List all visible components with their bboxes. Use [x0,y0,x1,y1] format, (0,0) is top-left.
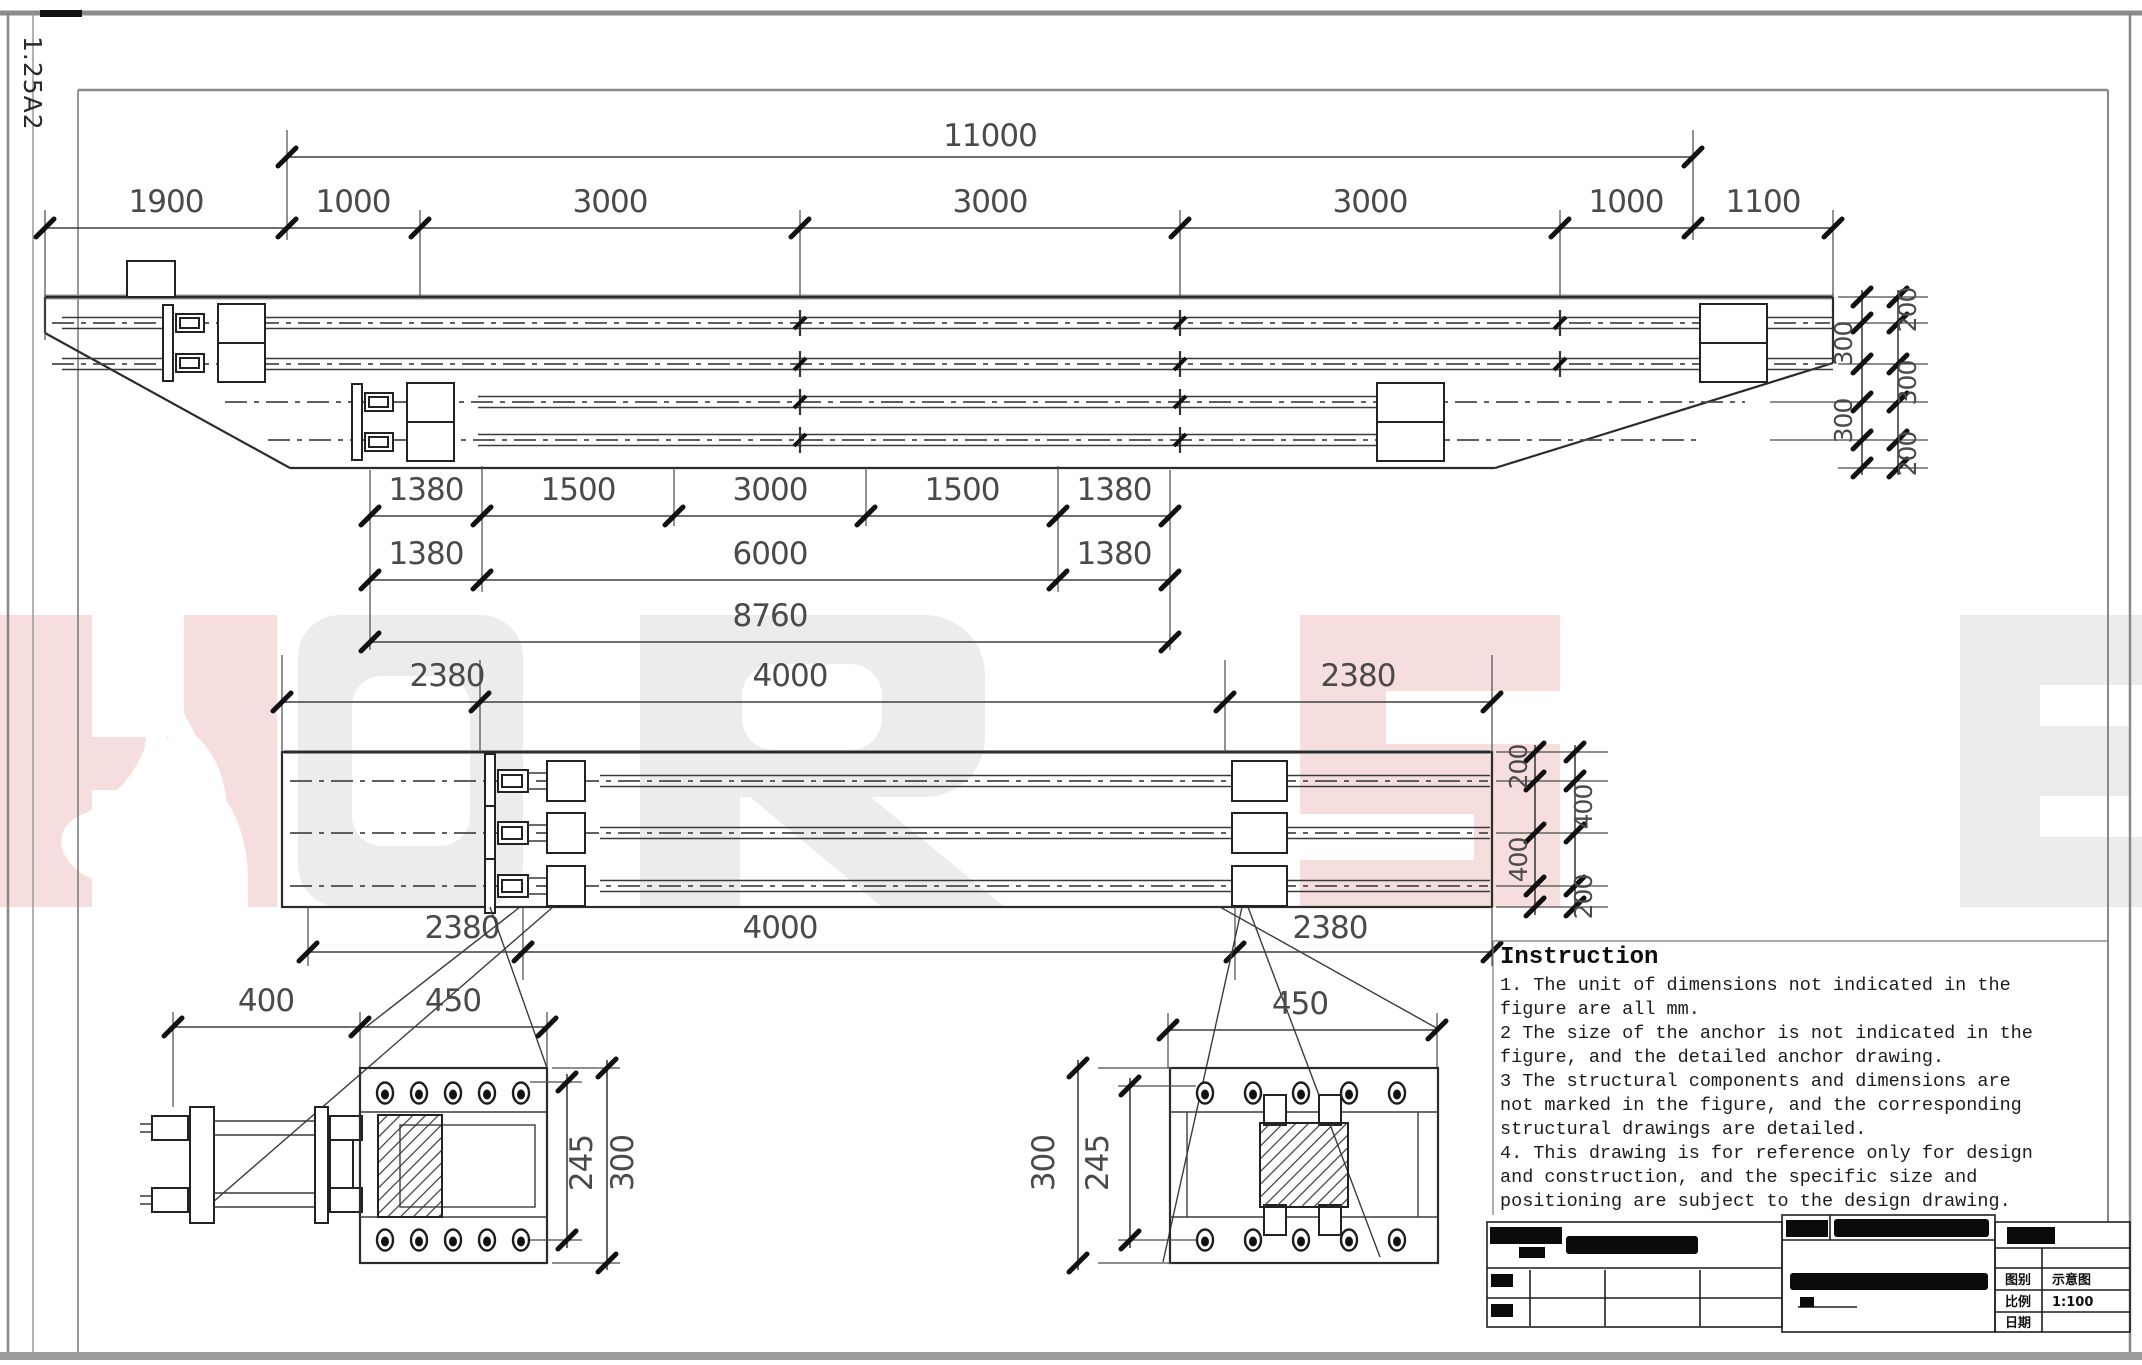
detail-right-view: 450 245 300 [1026,986,1446,1272]
horse-watermark [0,615,2142,907]
dim-label: 200 [1893,432,1922,477]
dim-label: 400 [238,983,294,1019]
horse-head-icon [61,698,249,907]
dim-label: 400 [1504,838,1533,883]
dim-label: 300 [1893,361,1922,406]
dim-label: 4000 [753,658,828,694]
note-line: not marked in the figure, and the corres… [1500,1095,2022,1116]
type-value: 示意图 [2052,1272,2091,1288]
project-name-redacted [1834,1219,1989,1237]
dim-label: 300 [1026,1135,1062,1191]
note-line: 1. The unit of dimensions not indicated … [1500,975,2011,996]
dim-label: 4000 [743,910,818,946]
view2-dimensions-right: 200 400 400 200 [1496,743,1608,919]
note-line: 3 The structural components and dimensio… [1500,1071,2011,1092]
deck-bollard [126,260,176,298]
view2-dimensions-top: 2380 4000 2380 [273,655,1501,752]
dim-label: 300 [1829,322,1858,367]
dim-label: 400 [1569,785,1598,830]
detail-left-view: 400 450 245 300 [140,983,641,1272]
scale-label: 比例 [2005,1294,2031,1310]
dim-label: 2380 [1321,658,1396,694]
view1-tie-rods [52,303,1833,462]
dim-label: 1380 [1077,536,1152,572]
dim-label: 1100 [1726,184,1801,220]
dim-label: 245 [1080,1135,1116,1191]
stage-header-redacted [2007,1227,2055,1244]
note-line: 2 The size of the anchor is not indicate… [1500,1023,2033,1044]
view1-dimensions-bottom: 1380 1500 3000 1500 1380 1380 6000 1380 … [361,466,1179,651]
dim-label: 1000 [316,184,391,220]
dim-label: 450 [1272,986,1328,1022]
dim-label: 1380 [389,536,464,572]
sign-label-redacted [1491,1274,1513,1287]
dim-label: 3000 [573,184,648,220]
dim-label: 3000 [1333,184,1408,220]
view2-dimensions-bottom: 2380 4000 2380 [299,907,1501,980]
dim-label: 1380 [1077,472,1152,508]
dim-label: 1500 [541,472,616,508]
dim-label: 6000 [733,536,808,572]
dim-label: 1500 [925,472,1000,508]
drawing-title-redacted [1790,1273,1988,1290]
note-line: 4. This drawing is for reference only fo… [1500,1143,2033,1164]
scale-value: 1:100 [2052,1295,2093,1310]
dim-label: 1000 [1589,184,1664,220]
dim-label: 200 [1504,745,1533,790]
title-block: 图别 示意图 比例 1:100 日期 [1486,1214,2131,1333]
type-label: 图别 [2005,1273,2031,1288]
view1-dimensions-top: 11000 1900 1000 3000 3000 3000 1000 1100 [36,118,1842,340]
view2-beam [280,750,1494,914]
dim-label: 200 [1569,875,1598,920]
company-name-redacted [1566,1236,1698,1254]
date-label: 日期 [2005,1316,2031,1331]
dim-label: 8760 [733,598,808,634]
dim-label: 3000 [953,184,1028,220]
dim-label: 1900 [129,184,204,220]
sheet-size-label: 1.25A2 [18,36,47,131]
dim-label: 300 [605,1135,641,1191]
dim-label: 450 [425,983,481,1019]
dim-label: 3000 [733,472,808,508]
project-label-redacted [1786,1220,1828,1237]
dim-label: 245 [564,1135,600,1191]
note-line: figure are all mm. [1500,999,1700,1020]
note-line: structural drawings are detailed. [1500,1119,1866,1140]
dim-label: 2380 [410,658,485,694]
dim-label: 1380 [389,472,464,508]
note-line: figure, and the detailed anchor drawing. [1500,1047,1944,1068]
note-line: and construction, and the specific size … [1500,1167,1977,1188]
instruction-title: Instruction [1500,944,1658,971]
view1-dimensions-right: 200 300 300 300 200 [1770,288,1928,477]
sheet-frame: 1.25A2 [0,10,2142,1360]
company-logo [1490,1227,1562,1244]
view1-deck-outline [43,260,1835,470]
note-line: positioning are subject to the design dr… [1500,1191,2011,1212]
dim-label: 2380 [1293,910,1368,946]
dim-label: 200 [1893,288,1922,333]
dim-label: 2380 [425,910,500,946]
dim-label: 300 [1829,399,1858,444]
sign-label-redacted [1491,1304,1513,1317]
instruction-block: Instruction 1. The unit of dimensions no… [1492,940,2108,1215]
dim-label: 11000 [943,118,1037,154]
